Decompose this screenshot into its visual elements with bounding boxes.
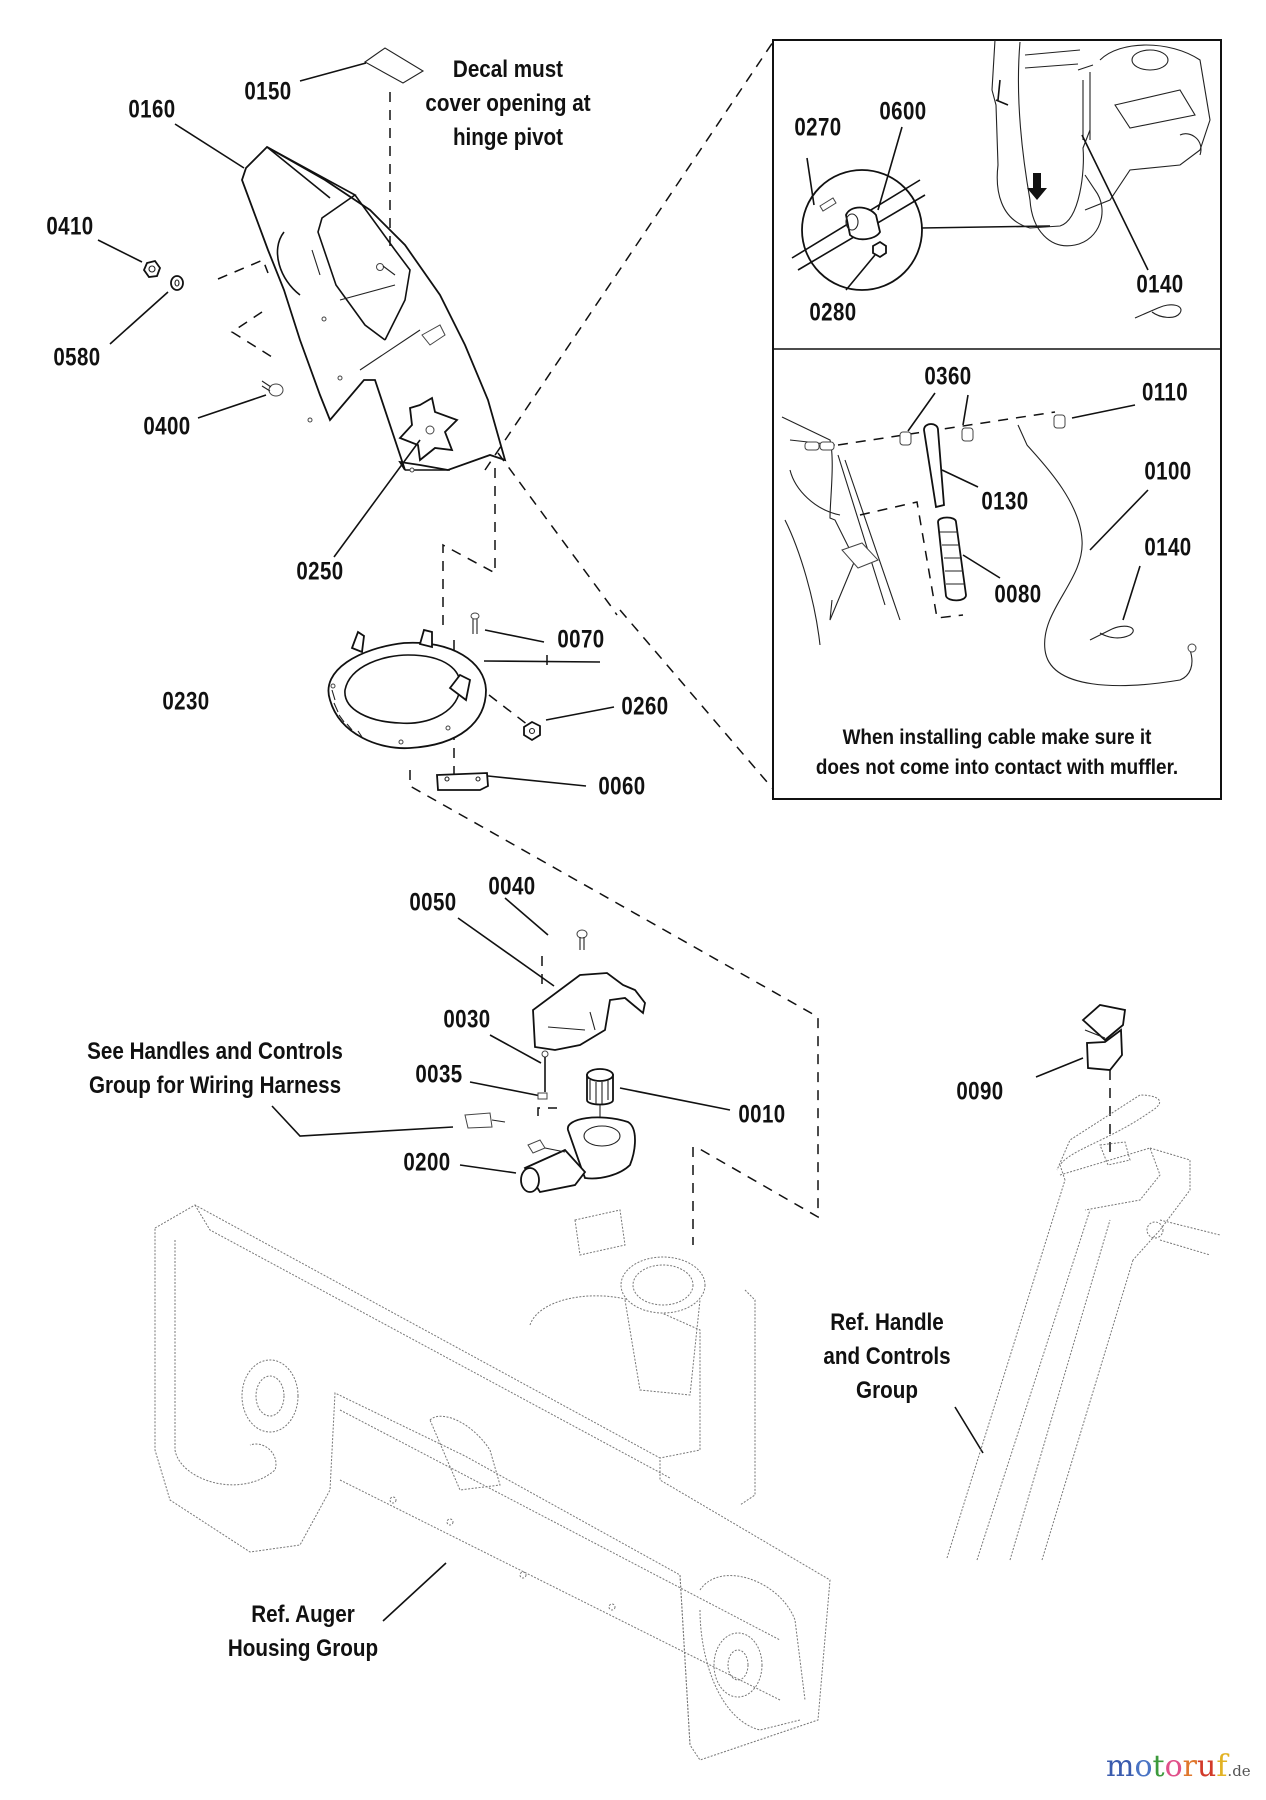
part-label-0090: 0090 (956, 1077, 1004, 1106)
part-label-0140-top: 0140 (1136, 270, 1184, 299)
watermark-letter: r (1182, 1749, 1197, 1784)
bolt-0070 (470, 612, 480, 634)
inset-box (772, 39, 1222, 800)
part-label-0010: 0010 (738, 1100, 786, 1129)
bolt-0400 (261, 380, 284, 397)
bracket-0060 (436, 772, 489, 791)
decal-note-line: cover opening at (425, 90, 591, 117)
handle-ref-line: Ref. Handle (830, 1309, 944, 1336)
part-label-0035: 0035 (415, 1060, 463, 1089)
part-label-0070: 0070 (557, 625, 605, 654)
handle-ref-line: Group (856, 1377, 918, 1404)
handle-frame (946, 1094, 1221, 1561)
part-label-0410: 0410 (46, 212, 94, 241)
handle-controls-reference: Ref. Handle and Controls Group (823, 1306, 950, 1408)
watermark-suffix: .de (1227, 1762, 1251, 1780)
decal-shape (363, 47, 425, 84)
watermark-letter: f (1216, 1749, 1228, 1784)
inset-bottom-artwork (781, 392, 1197, 687)
bolt-0040 (576, 929, 588, 950)
discharge-chute (241, 145, 507, 473)
switch-0090 (1081, 1004, 1127, 1071)
wiring-note-line: Group for Wiring Harness (88, 1072, 342, 1099)
motoruf-watermark-logo: motoruf.de (1106, 1752, 1251, 1782)
decal-note: Decal must cover opening at hinge pivot (425, 53, 590, 155)
pinion-gear-0010 (586, 1068, 614, 1125)
part-label-0030: 0030 (443, 1005, 491, 1034)
part-label-0230: 0230 (162, 687, 210, 716)
part-label-0080: 0080 (994, 580, 1042, 609)
watermark-letter: o (1134, 1749, 1153, 1784)
part-label-0160: 0160 (128, 95, 176, 124)
washer-0035 (537, 1092, 548, 1100)
part-label-0150: 0150 (244, 77, 292, 106)
part-label-0100: 0100 (1144, 457, 1192, 486)
decal-note-line: Decal must (452, 56, 564, 83)
part-label-0270: 0270 (794, 113, 842, 142)
washer-0580 (170, 275, 184, 291)
part-label-0060: 0060 (598, 772, 646, 801)
part-label-0250: 0250 (296, 557, 344, 586)
part-label-0400: 0400 (143, 412, 191, 441)
part-label-0360: 0360 (924, 362, 972, 391)
cable-warning-line: does not come into contact with muffler. (815, 756, 1179, 779)
part-label-0140-bottom: 0140 (1144, 533, 1192, 562)
watermark-letter: m (1106, 1749, 1135, 1784)
decal-note-line: hinge pivot (452, 124, 564, 151)
nut-0410 (142, 259, 162, 278)
gear-cover-0050 (532, 972, 646, 1051)
auger-ref-line: Housing Group (227, 1635, 379, 1662)
auger-ref-line: Ref. Auger (251, 1601, 355, 1628)
screw-0030 (541, 1050, 549, 1092)
part-label-0130: 0130 (981, 487, 1029, 516)
watermark-letters: motoruf (1106, 1749, 1227, 1784)
auger-housing-reference: Ref. Auger Housing Group (228, 1598, 378, 1666)
auger-housing (154, 1204, 831, 1761)
part-label-0050: 0050 (409, 888, 457, 917)
chute-ring-gear (327, 628, 487, 750)
chute-motor-0200 (464, 1112, 636, 1194)
part-label-0600: 0600 (879, 97, 927, 126)
leader-lines (97, 62, 1084, 1622)
cable-warning-note: When installing cable make sure it does … (816, 723, 1178, 783)
inset-top-artwork (791, 39, 1211, 319)
handle-ref-line: and Controls (823, 1343, 951, 1370)
part-label-0110: 0110 (1141, 378, 1189, 407)
watermark-letter: u (1196, 1749, 1217, 1784)
nut-0260 (523, 720, 541, 742)
part-label-0260: 0260 (621, 692, 669, 721)
part-label-0580: 0580 (53, 343, 101, 372)
part-label-0040: 0040 (488, 872, 536, 901)
part-label-0280: 0280 (809, 298, 857, 327)
cable-warning-line: When installing cable make sure it (842, 726, 1152, 749)
part-label-0200: 0200 (403, 1148, 451, 1177)
watermark-letter: o (1164, 1749, 1183, 1784)
wiring-harness-note: See Handles and Controls Group for Wirin… (87, 1035, 343, 1103)
watermark-letter: t (1152, 1749, 1165, 1784)
wiring-note-line: See Handles and Controls (87, 1038, 343, 1065)
